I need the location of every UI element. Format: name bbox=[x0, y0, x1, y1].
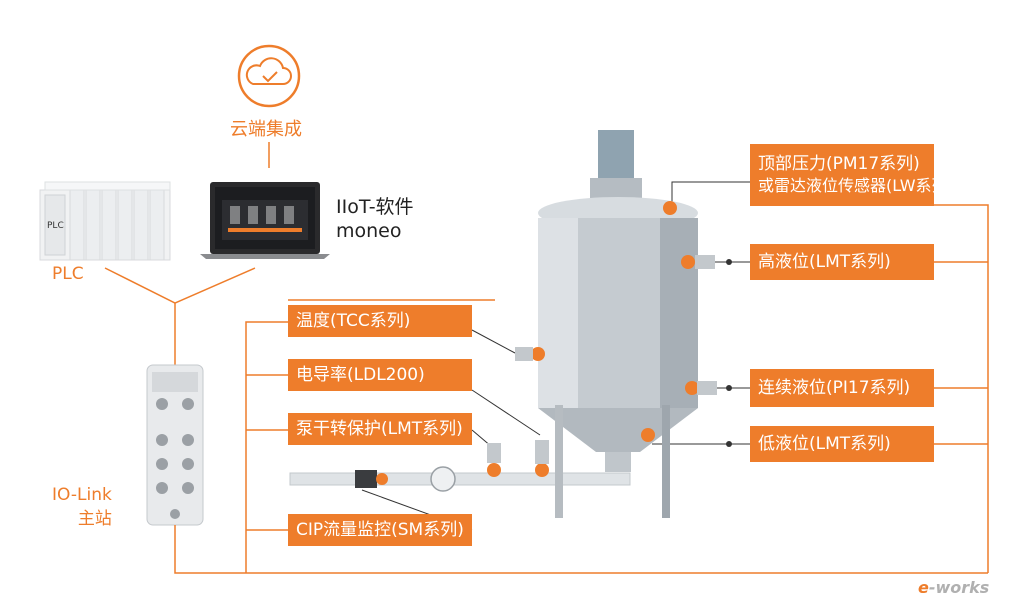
watermark-e: e bbox=[918, 578, 929, 597]
tag-continuous-level: 连续液位(PI17系列) bbox=[750, 369, 934, 407]
tag-temperature: 温度(TCC系列) bbox=[288, 305, 472, 337]
plc-rack bbox=[39, 181, 171, 261]
pipe bbox=[289, 466, 631, 492]
tag-low-level: 低液位(LMT系列) bbox=[750, 426, 934, 462]
cloud-icon bbox=[237, 44, 301, 108]
tag-top-pressure-line1: 顶部压力(PM17系列) bbox=[758, 154, 920, 174]
plc-label: PLC bbox=[52, 264, 84, 284]
iiot-software-line2: moneo bbox=[336, 220, 402, 242]
tag-top-pressure: 顶部压力(PM17系列) 或雷达液位传感器(LW系列) bbox=[750, 144, 954, 206]
plc-module-text: PLC bbox=[47, 221, 64, 231]
iiot-software-label: IIoT-软件 moneo bbox=[336, 195, 414, 243]
iiot-software-line1: IIoT-软件 bbox=[336, 196, 414, 218]
tag-top-pressure-line2: 或雷达液位传感器(LW系列) bbox=[758, 176, 954, 195]
io-link-line2: 主站 bbox=[77, 509, 112, 529]
tag-cip-flow: CIP流量监控(SM系列) bbox=[288, 514, 472, 546]
watermark-rest: -works bbox=[928, 578, 990, 597]
io-link-line1: IO-Link bbox=[52, 485, 112, 505]
tag-pump-dry-run: 泵干转保护(LMT系列) bbox=[288, 413, 472, 445]
io-link-master bbox=[146, 364, 204, 526]
cloud-integration-label: 云端集成 bbox=[230, 119, 302, 140]
sensor-markers bbox=[487, 201, 717, 477]
tank bbox=[538, 130, 698, 518]
tag-high-level: 高液位(LMT系列) bbox=[750, 244, 934, 280]
io-link-label: IO-Link 主站 bbox=[52, 483, 112, 531]
watermark: e-works bbox=[918, 578, 989, 597]
tag-conductivity: 电导率(LDL200) bbox=[288, 359, 472, 391]
laptop-icon bbox=[200, 182, 330, 259]
